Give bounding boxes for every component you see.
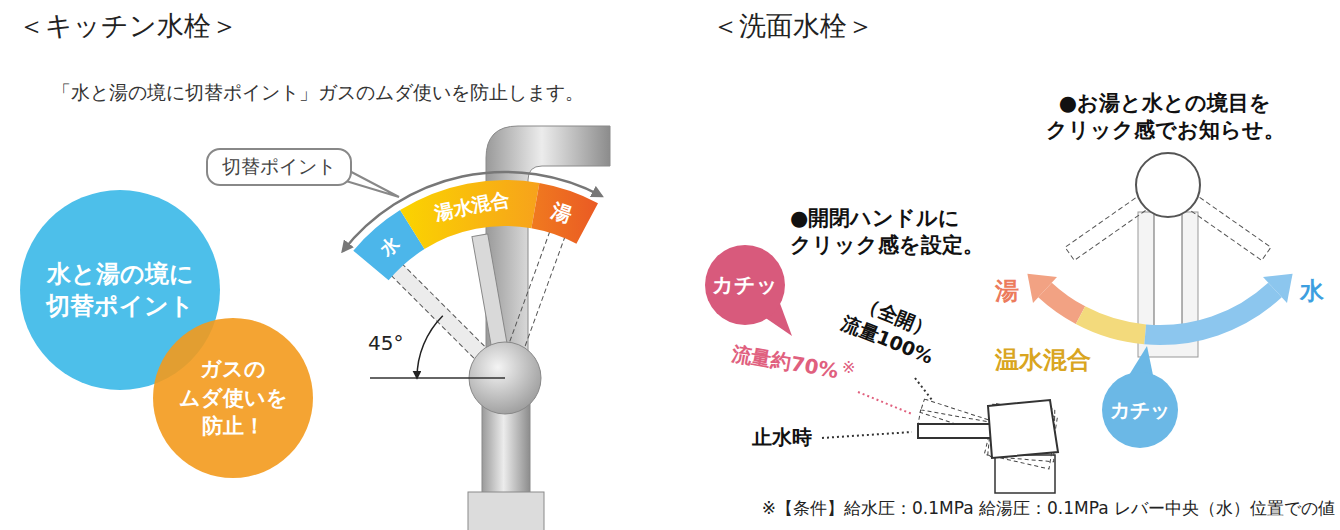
label-text: 湯 bbox=[995, 276, 1019, 307]
lever bbox=[1154, 200, 1182, 332]
label-text: ●開閉ハンドルに クリック感を設定。 bbox=[790, 205, 1010, 260]
lever-dashed bbox=[504, 230, 565, 362]
lever-70 bbox=[915, 386, 1063, 467]
label-text: ●お湯と水との境目を クリック感でお知らせ。 bbox=[1015, 90, 1315, 145]
leader-line bbox=[858, 392, 912, 414]
node-text: カチッ bbox=[706, 271, 784, 299]
hot-band: 湯 bbox=[530, 182, 599, 245]
angle-arc bbox=[417, 316, 443, 378]
reference-line bbox=[370, 377, 505, 379]
lever-dashed bbox=[1184, 193, 1271, 261]
lever-closed bbox=[918, 400, 1058, 458]
label-text: ＜洗面水栓＞ bbox=[712, 8, 874, 43]
info-circle: ガスの ムダ使いを 防止！ bbox=[153, 318, 313, 478]
arrow-head bbox=[1027, 274, 1057, 303]
band-segment bbox=[400, 180, 539, 249]
label-text: 流量約70% bbox=[730, 340, 841, 384]
handle-knob bbox=[1136, 153, 1200, 217]
mix-band: 湯水混合 bbox=[399, 179, 541, 251]
label-text: ＜キッチン水栓＞ bbox=[18, 8, 238, 43]
label-text: 温水混合 bbox=[995, 345, 1091, 376]
node-text: ガスの ムダ使いを 防止！ bbox=[168, 355, 298, 440]
arrow-head bbox=[1263, 274, 1293, 303]
node-text: 切替ポイント bbox=[222, 154, 336, 180]
band-segment bbox=[531, 183, 598, 244]
node-text: 水と湯の境に 切替ポイント bbox=[30, 258, 210, 323]
cold-arc bbox=[1145, 290, 1275, 335]
node-text: カチッ bbox=[1103, 397, 1177, 424]
lever-full-open bbox=[914, 376, 1065, 474]
lever bbox=[472, 234, 509, 360]
hot-arc bbox=[1045, 290, 1081, 315]
label-text: 「水と湯の境に切替ポイント」ガスのムダ使いを防止します。 bbox=[52, 80, 584, 105]
label-text: 45° bbox=[368, 330, 403, 356]
label-text: 止水時 bbox=[752, 424, 812, 450]
speech-bubble: カチッ bbox=[1102, 372, 1178, 448]
spout-pipe bbox=[486, 126, 610, 360]
callout-box: 切替ポイント bbox=[206, 148, 352, 186]
leader-line bbox=[915, 378, 932, 400]
kitchen-faucet bbox=[340, 126, 610, 530]
mix-arc bbox=[1081, 315, 1146, 334]
lever-dashed bbox=[1065, 193, 1152, 261]
speech-bubble: カチッ bbox=[705, 245, 785, 325]
basin-faucet-front bbox=[1027, 153, 1292, 380]
label-text: ※【条件】給水圧：0.1MPa 給湯圧：0.1MPa レバー中央（水）位置での値 bbox=[762, 497, 1335, 519]
leader-line bbox=[822, 432, 912, 438]
faucet-base bbox=[468, 492, 544, 530]
label-text: 水 bbox=[1300, 276, 1324, 307]
label-text: ※ bbox=[842, 358, 855, 379]
